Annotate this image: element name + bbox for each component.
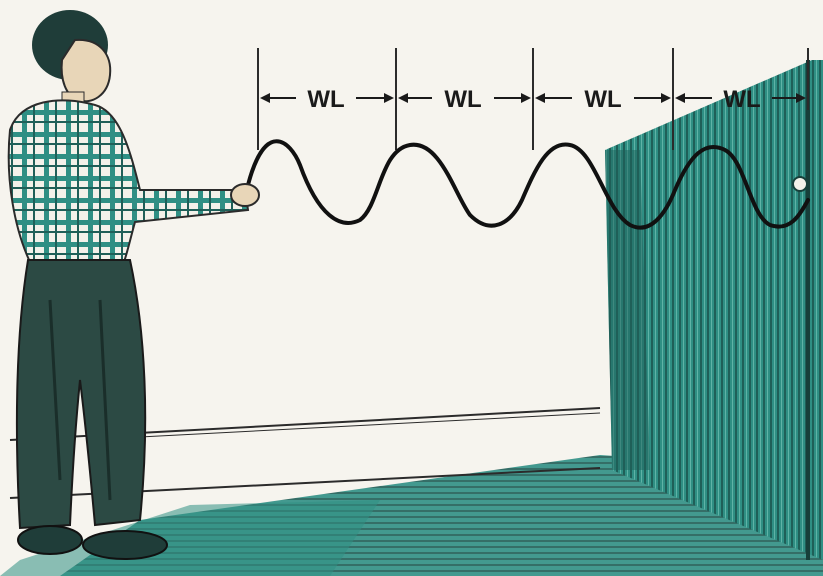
wavelength-label-4: WL xyxy=(723,86,760,113)
wavelength-label-1: WL xyxy=(307,86,344,113)
wavelength-label-3: WL xyxy=(584,86,621,113)
wavelength-label-2: WL xyxy=(444,86,481,113)
hand-icon xyxy=(231,184,259,206)
hook-icon xyxy=(793,177,807,191)
boy-figure xyxy=(9,10,259,559)
